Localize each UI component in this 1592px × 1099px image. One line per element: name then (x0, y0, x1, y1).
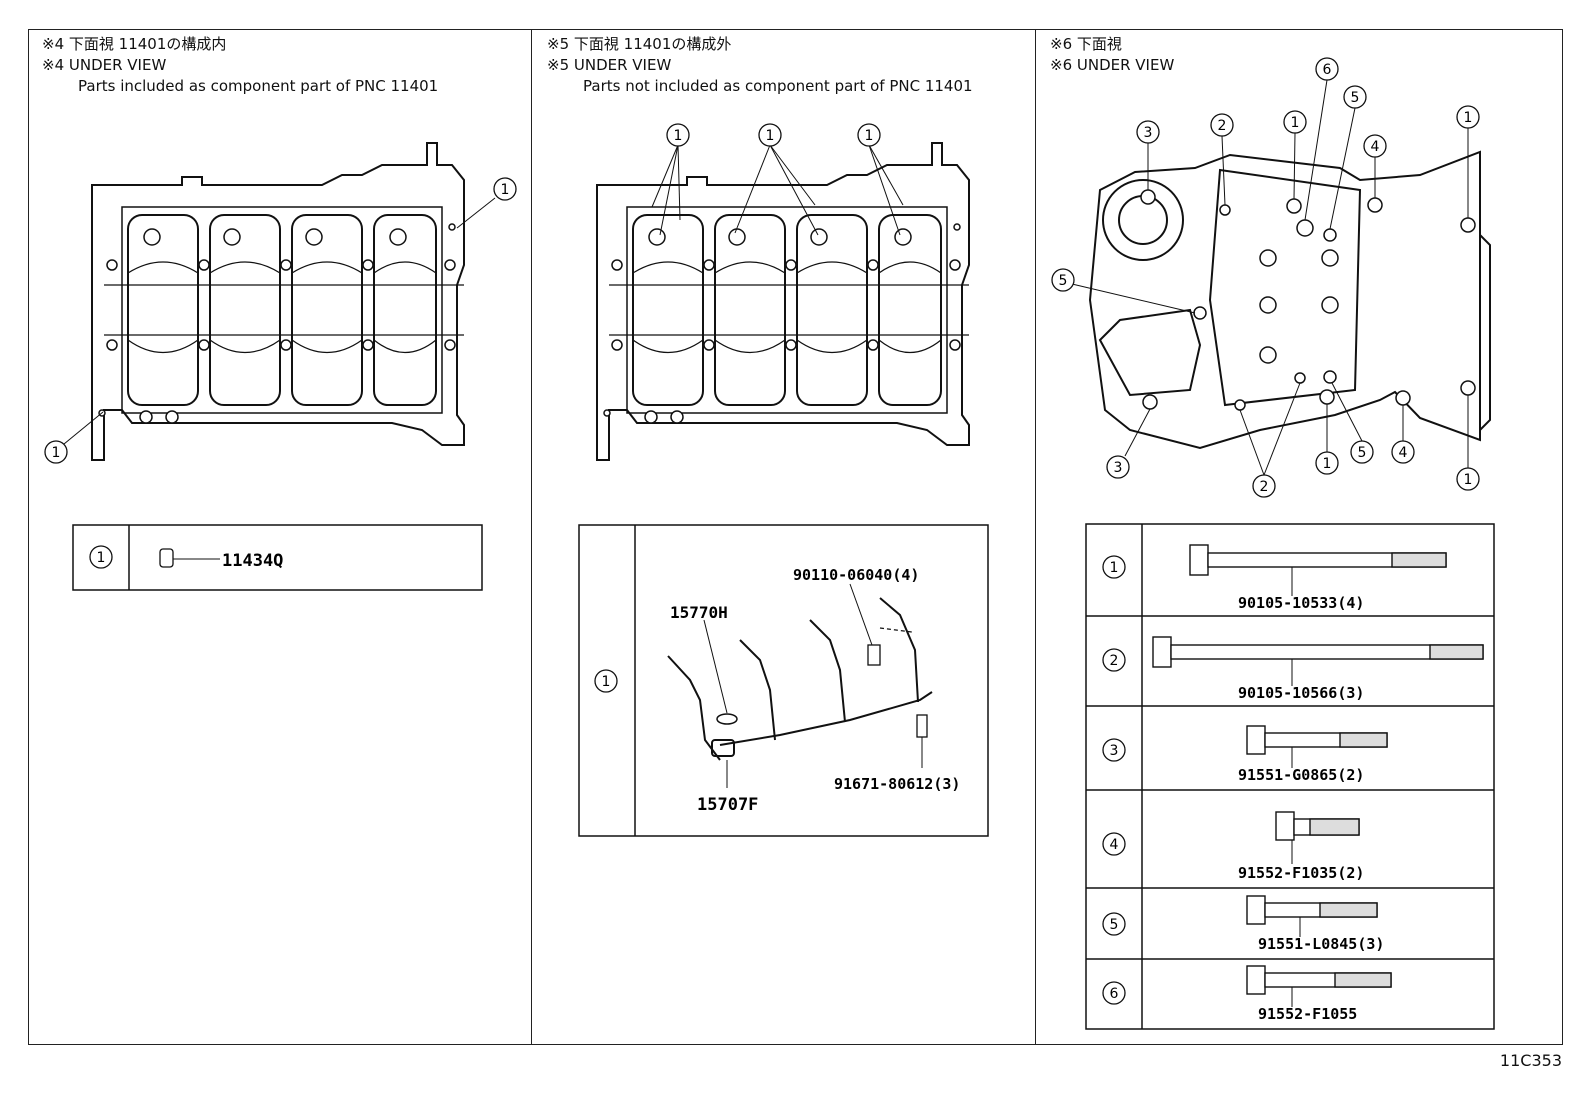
part-number: 91671-80612(3) (834, 775, 960, 793)
callout-1: 1 (1456, 395, 1480, 491)
callout-1: 1 (651, 123, 690, 236)
bolt-icon (1246, 965, 1392, 995)
section-title-en: ※5 UNDER VIEW (547, 56, 672, 74)
bolt-icon (1246, 895, 1378, 925)
callout-5: 5 (1331, 382, 1374, 464)
svg-text:4: 4 (1110, 837, 1119, 853)
svg-text:3: 3 (1144, 125, 1153, 141)
svg-text:91552-F1035(2): 91552-F1035(2) (1238, 864, 1364, 882)
table-row: 6 91552-F1055 (1102, 965, 1392, 1023)
part-number: 15707F (697, 795, 758, 815)
section-title-en: ※4 UNDER VIEW (42, 56, 167, 74)
section-title-jp: ※6 下面視 (1050, 35, 1122, 53)
callout-1: 1 (1315, 404, 1339, 475)
parts-table: 1 11434Q (72, 524, 483, 591)
svg-text:3: 3 (1114, 460, 1123, 476)
table-row: 4 91552-F1035(2) (1102, 811, 1364, 882)
part-number: 90110-06040(4) (793, 566, 919, 584)
o-ring-icon (716, 713, 738, 725)
section-4-header: ※4 下面視 11401の構成内 ※4 UNDER VIEW Parts inc… (42, 34, 438, 97)
callout-2: 2 (1239, 382, 1301, 498)
svg-text:2: 2 (1260, 479, 1269, 495)
engine-block-drawing (596, 142, 970, 461)
bolt-table: 1 90105-10533(4) 2 90105-10566(3) 3 (1085, 523, 1495, 1030)
svg-text:2: 2 (1110, 653, 1119, 669)
row-key: 1 (97, 550, 106, 566)
bolt-icon (1246, 725, 1388, 755)
svg-text:1: 1 (1464, 110, 1473, 126)
bolt-holes (1140, 189, 1476, 411)
callout-5: 5 (1329, 85, 1367, 230)
svg-text:91552-F1055: 91552-F1055 (1258, 1005, 1357, 1023)
section-6-header: ※6 下面視 ※6 UNDER VIEW (1050, 34, 1174, 76)
bolt-icon (916, 714, 928, 738)
svg-text:1: 1 (501, 182, 510, 198)
callout-3: 3 (1106, 408, 1151, 479)
svg-text:1: 1 (52, 445, 61, 461)
pin-icon (159, 548, 174, 568)
svg-text:4: 4 (1371, 139, 1380, 155)
lower-crankcase-drawing (1088, 150, 1491, 450)
svg-text:1: 1 (1291, 115, 1300, 131)
section-subtitle: Parts not included as component part of … (583, 77, 973, 95)
callout-3: 3 (1136, 120, 1160, 190)
section-subtitle: Parts included as component part of PNC … (78, 77, 439, 95)
section-title-jp: ※5 下面視 11401の構成外 (547, 35, 732, 53)
section-divider (1035, 29, 1036, 1045)
table-row: 5 91551-L0845(3) (1102, 895, 1384, 953)
table-row: 2 90105-10566(3) (1102, 636, 1484, 702)
row-key: 1 (602, 674, 611, 690)
engine-block-drawing (91, 142, 465, 461)
callout-1: 1 (734, 123, 819, 236)
part-number: 15770H (670, 603, 728, 622)
callout-4: 4 (1391, 405, 1415, 464)
callout-1: 1 (1456, 105, 1480, 218)
bolt-icon (1189, 544, 1447, 576)
oil-jet-assembly-drawing (667, 597, 933, 761)
callout-2: 2 (1210, 113, 1234, 206)
svg-text:1: 1 (766, 128, 775, 144)
svg-text:1: 1 (1323, 456, 1332, 472)
svg-text:2: 2 (1218, 118, 1227, 134)
svg-text:6: 6 (1323, 62, 1332, 78)
svg-text:5: 5 (1059, 273, 1068, 289)
section-5-header: ※5 下面視 11401の構成外 ※5 UNDER VIEW Parts not… (547, 34, 973, 97)
callout-1: 1 (1283, 110, 1307, 200)
bolt-icon (867, 644, 881, 666)
section-divider (531, 29, 532, 1045)
diagram-frame (28, 29, 1563, 1045)
svg-text:1: 1 (1110, 560, 1119, 576)
table-row: 1 90105-10533(4) (1102, 544, 1447, 612)
svg-text:6: 6 (1110, 986, 1119, 1002)
figure-code: 11C353 (1499, 1051, 1562, 1070)
section-title-jp: ※4 下面視 11401の構成内 (42, 35, 227, 53)
parts-table: 1 15770H 90110-06040(4) 15707F 91671-806… (578, 524, 989, 837)
callouts: 3 2 1 6 5 4 1 5 1 3 2 1 5 4 (1051, 57, 1480, 498)
callout-5: 5 (1051, 268, 1196, 314)
svg-text:1: 1 (1464, 472, 1473, 488)
section-title-en: ※6 UNDER VIEW (1050, 56, 1175, 74)
callout-1: 1 (44, 411, 104, 464)
callout-4: 4 (1363, 134, 1387, 198)
table-row: 3 91551-G0865(2) (1102, 725, 1388, 784)
svg-text:5: 5 (1110, 917, 1119, 933)
svg-text:91551-L0845(3): 91551-L0845(3) (1258, 935, 1384, 953)
bolt-icon (1275, 811, 1360, 841)
callout-1: 1 (456, 177, 517, 229)
svg-text:91551-G0865(2): 91551-G0865(2) (1238, 766, 1364, 784)
callout-1: 1 (857, 123, 904, 236)
svg-text:5: 5 (1358, 445, 1367, 461)
bolt-icon (1152, 636, 1484, 668)
callout-6: 6 (1304, 57, 1339, 221)
svg-text:90105-10566(3): 90105-10566(3) (1238, 684, 1364, 702)
svg-text:5: 5 (1351, 90, 1360, 106)
svg-text:3: 3 (1110, 743, 1119, 759)
part-number: 11434Q (222, 551, 283, 571)
svg-text:1: 1 (674, 128, 683, 144)
svg-text:1: 1 (865, 128, 874, 144)
svg-text:90105-10533(4): 90105-10533(4) (1238, 594, 1364, 612)
svg-text:4: 4 (1399, 445, 1408, 461)
